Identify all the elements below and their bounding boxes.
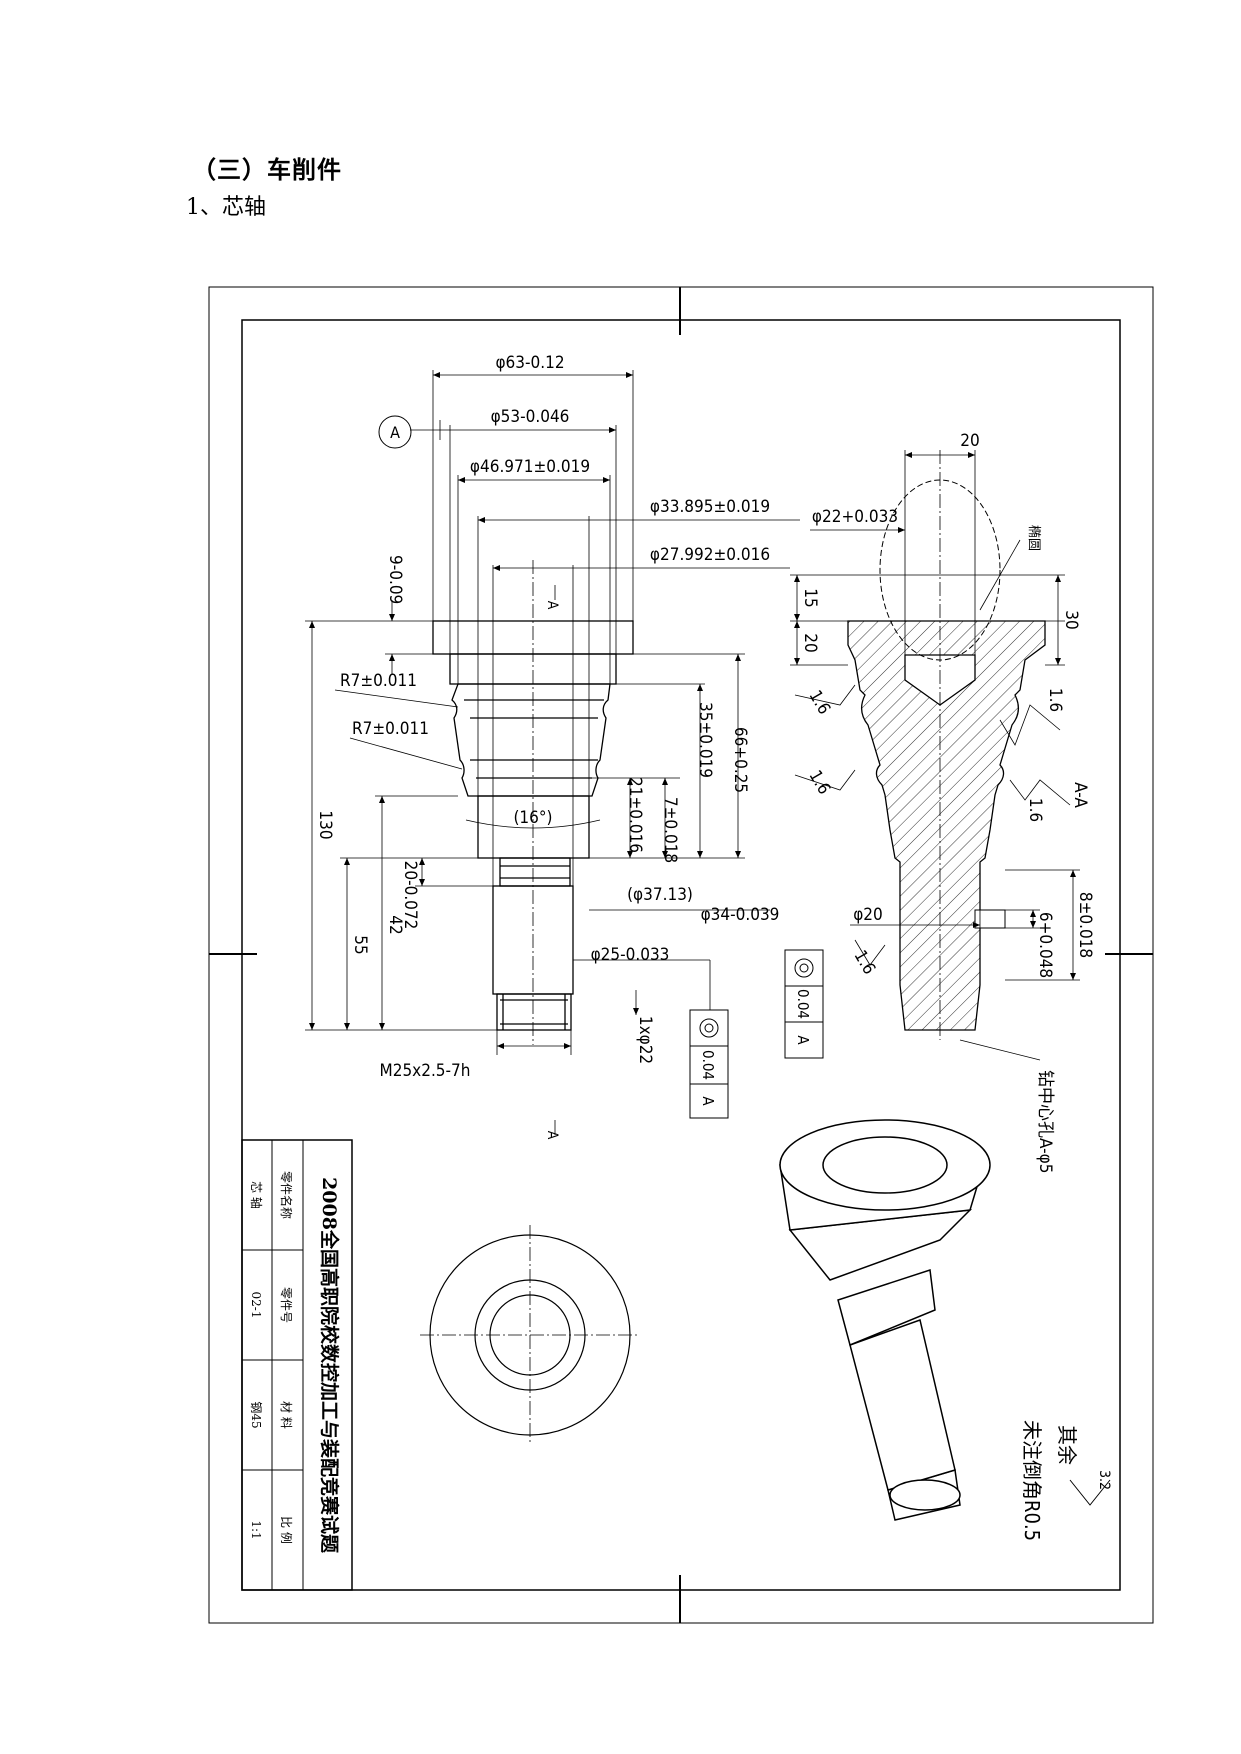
sec-roughness-3: 1.6 [805, 767, 834, 798]
sec-dim-d22: φ22+0.033 [812, 507, 898, 527]
sec-roughness-4: 1.6 [1025, 798, 1045, 822]
centering-marks [209, 287, 1153, 1623]
sec-dim-30: 30 [1061, 610, 1081, 629]
sec-dim-6: 6+0.048 [1035, 912, 1055, 978]
section-heading: （三）车削件 [192, 155, 342, 184]
dim-42: 42 [385, 915, 405, 934]
main-dimension-lines [305, 370, 800, 1135]
section-view [847, 450, 1046, 1040]
sec-roughness-5: 1.6 [850, 947, 879, 978]
dim-130: 130 [315, 810, 335, 839]
datum-label: A [390, 423, 400, 442]
note-rest: 其余 [1055, 1425, 1079, 1465]
title-block-row4-value: 1:1 [249, 1520, 263, 1539]
dim-thread: M25x2.5-7h [380, 1061, 471, 1081]
title-block-row1-label: 零件名称 [279, 1171, 294, 1219]
tolerance-frame-2: 0.04 A [784, 949, 824, 1059]
dim-d33: φ33.895±0.019 [650, 497, 770, 517]
title-block-row3-label: 材 料 [279, 1401, 293, 1429]
dim-21: 21±0.016 [625, 777, 645, 853]
title-block-row2-value: 02-1 [249, 1292, 263, 1319]
dim-angle: (16°) [513, 808, 552, 828]
tolerance-frame-1: 0.04 A [689, 1009, 729, 1119]
sec-dim-20: 20 [960, 431, 979, 451]
tol-frame-1-datum: A [699, 1096, 717, 1106]
sec-dim-d20: φ20 [853, 905, 883, 925]
note-rest-roughness: 3.2 [1096, 1470, 1112, 1490]
dim-7: 7±0.018 [660, 797, 680, 863]
item-heading: 1、芯轴 [186, 195, 266, 220]
tol-frame-2-datum: A [794, 1035, 812, 1045]
sec-dim-20b: 20 [800, 633, 820, 652]
outer-frame [208, 286, 1154, 1624]
sec-dim-8: 8±0.018 [1075, 892, 1095, 958]
dim-d27: φ27.992±0.016 [650, 545, 770, 565]
dim-d46: φ46.971±0.019 [470, 457, 590, 477]
dim-r7-lower: R7±0.011 [352, 719, 429, 739]
section-cut-top: A [544, 601, 560, 610]
dim-9: 9-0.09 [385, 555, 405, 604]
tol-frame-2-value: 0.04 [794, 989, 812, 1019]
note-chamfer: 未注倒角R0.5 [1020, 1420, 1044, 1541]
section-dimension-lines [790, 450, 1080, 1061]
dim-d34: φ34-0.039 [701, 905, 780, 925]
isometric-view [779, 1119, 991, 1521]
sec-note-center: 钻中心孔A-φ5 [1035, 1070, 1055, 1173]
sec-roughness-2: 1.6 [805, 687, 834, 718]
sec-roughness-1: 1.6 [1045, 688, 1065, 712]
title-block-row2-label: 零件号 [279, 1287, 293, 1323]
surface-note: 其余 未注倒角R0.5 3.2 [1020, 1420, 1112, 1541]
title-block: 2008全国高职院校数控加工与装配竞赛试题 零件名称 芯 轴 零件号 02-1 … [241, 1139, 353, 1591]
sec-note-ellipse: 椭圆 [1026, 525, 1042, 551]
title-block-row1-value: 芯 轴 [249, 1181, 264, 1209]
dim-d53: φ53-0.046 [491, 407, 570, 427]
title-block-row3-value: 钢45 [249, 1401, 263, 1428]
dim-20: 20-0.072 [400, 861, 420, 930]
title-block-title: 2008全国高职院校数控加工与装配竞赛试题 [318, 1177, 341, 1553]
dim-r7-upper: R7±0.011 [340, 671, 417, 691]
section-cut-bottom: A [544, 1131, 560, 1140]
datum-circle [378, 415, 412, 449]
tol-frame-1-value: 0.04 [699, 1050, 717, 1080]
sec-dim-15: 15 [800, 588, 820, 607]
dim-66: 66+0.25 [730, 727, 750, 793]
dim-d37: (φ37.13) [627, 885, 693, 905]
dim-55: 55 [350, 935, 370, 954]
dim-35: 35±0.019 [695, 702, 715, 778]
sec-title: A-A [1070, 782, 1090, 808]
title-block-row4-label: 比 例 [279, 1516, 293, 1544]
dim-d25: φ25-0.033 [591, 945, 670, 965]
end-view [420, 1225, 640, 1445]
dim-chamfer: 1xφ22 [635, 1016, 655, 1064]
dim-d63: φ63-0.12 [495, 353, 564, 373]
